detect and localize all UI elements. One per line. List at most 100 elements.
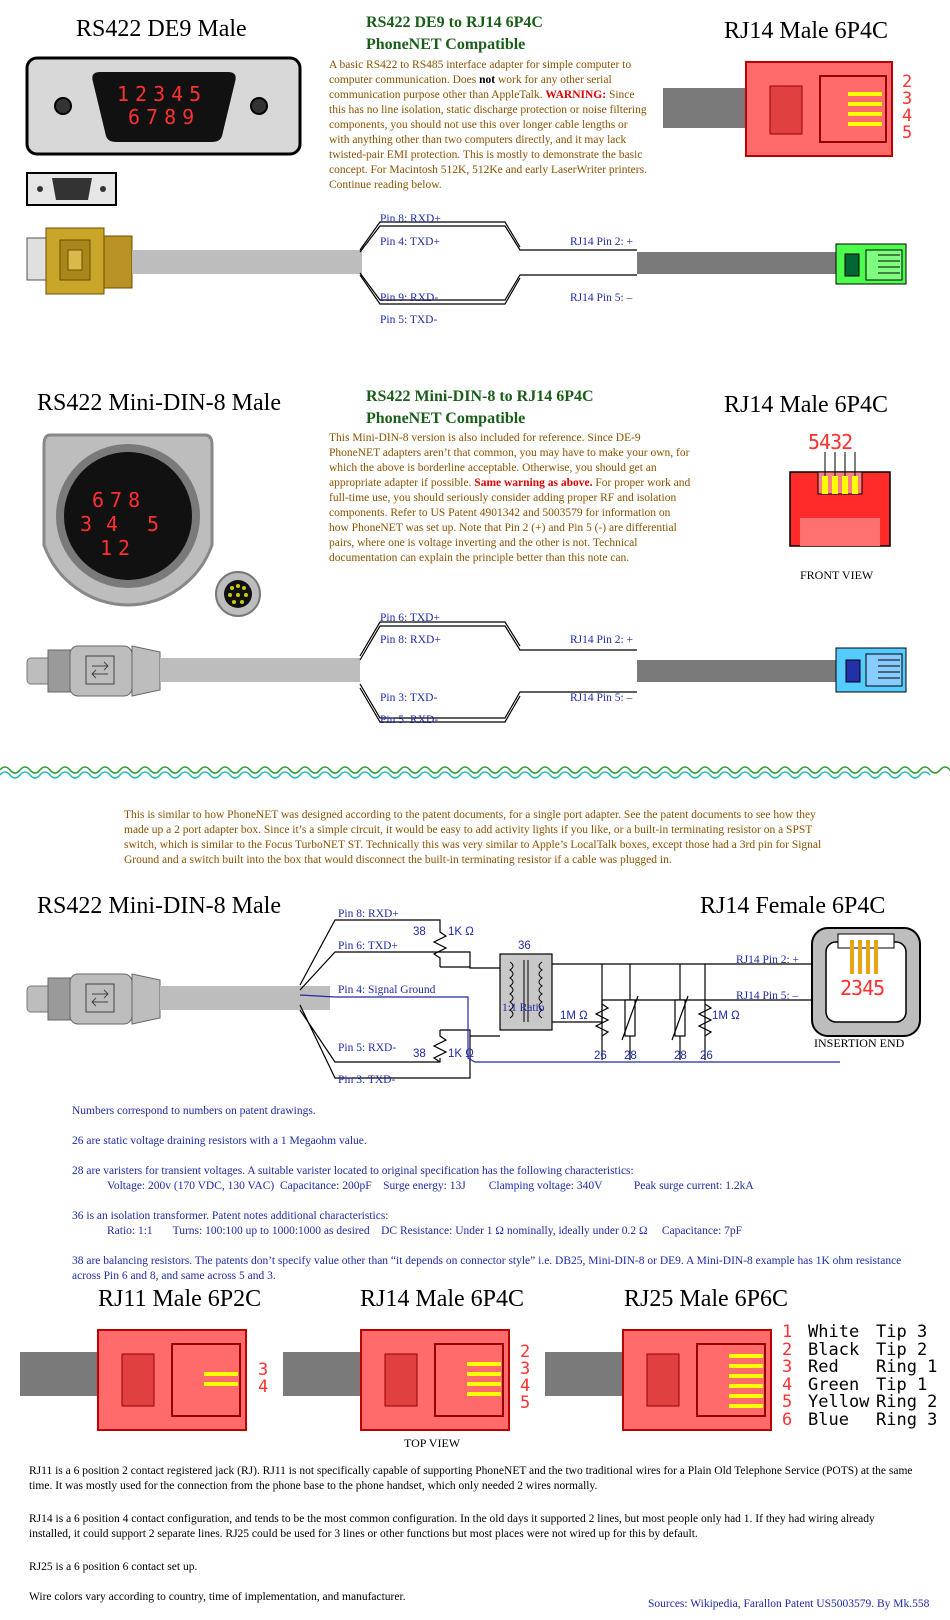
s1-wire-label: Pin 8: RXD+: [380, 213, 441, 225]
s2-rj-wire-label: RJ14 Pin 5: –: [570, 692, 633, 704]
rj25-tip-ring: Tip 2: [876, 1339, 928, 1360]
s3-rj-wire-label: RJ14 Pin 2: +: [736, 954, 800, 966]
ratio-label: 1:1 Ratio: [502, 1002, 545, 1014]
rj25-wire-color: Blue: [808, 1409, 849, 1430]
wire-bundle-2: [359, 621, 837, 723]
t36-label: 36: [518, 940, 531, 952]
s1-rj-wire-label: RJ14 Pin 2: +: [570, 236, 634, 248]
rj14-pin: 5: [520, 1393, 531, 1413]
s3-wire-label: Pin 4: Signal Ground: [338, 984, 436, 996]
note-5: 38 are balancing resistors. The patents …: [72, 1255, 902, 1282]
wire-bundle-1: [359, 221, 837, 305]
s2-mid-title-1: RS422 Mini-DIN-8 to RJ14 6P4C: [366, 388, 594, 405]
rj14-pin: 3: [520, 1359, 531, 1379]
rj25-pin-number: 5: [782, 1392, 793, 1412]
r1k-label: 1K Ω: [448, 926, 474, 938]
s1-rj-pin: 2: [902, 72, 913, 92]
rj25-pin-number: 2: [782, 1339, 793, 1360]
s3-wire-label: Pin 5: RXD-: [338, 1042, 397, 1054]
s2-wire-label: Pin 3: TXD-: [380, 692, 438, 704]
s1-wire-label: Pin 4: TXD+: [380, 236, 440, 248]
note-3: 28 are varisters for transient voltages.…: [72, 1165, 634, 1177]
de9-connector-large: [25, 56, 302, 156]
s1-rj-wire-label: RJ14 Pin 5: –: [570, 292, 633, 304]
note-1: Numbers correspond to numbers on patent …: [72, 1105, 316, 1117]
rj11-plug-top: [20, 1329, 247, 1431]
r1k-label: 1K Ω: [448, 1048, 474, 1060]
s3-wire-label: Pin 6: TXD+: [338, 940, 398, 952]
rj25-wire-color: Red: [808, 1357, 839, 1377]
de9-connector-small: [26, 172, 117, 206]
para-rj14: RJ14 is a 6 position 4 contact configura…: [29, 1513, 875, 1540]
rj25-pin-number: 3: [782, 1357, 793, 1377]
rj25-tip-ring: Ring 3: [876, 1409, 938, 1430]
rj11-pin: 3: [258, 1360, 269, 1380]
rj25-pin-number: 1: [782, 1322, 793, 1342]
s3-left-title: RS422 Mini-DIN-8 Male: [37, 893, 281, 919]
s2-left-title: RS422 Mini-DIN-8 Male: [37, 390, 281, 416]
female-jack-pins: 2345: [840, 976, 885, 1000]
mini-din-plug-side-2: [26, 973, 330, 1025]
rj25-wire-color: Yellow: [808, 1392, 870, 1412]
s2-mid-title-2: PhoneNET Compatible: [366, 410, 526, 427]
s3-right-title: RJ14 Female 6P4C: [700, 893, 886, 919]
rj14-plug-red-top-1: [663, 61, 893, 157]
mini-din-plug-side-1: [26, 645, 360, 697]
rj14-title: RJ14 Male 6P4C: [360, 1286, 525, 1312]
s1-note: A basic RS422 to RS485 interface adapter…: [329, 59, 647, 191]
s1-right-title: RJ14 Male 6P4C: [724, 18, 889, 44]
rj14-female-jack: [811, 927, 921, 1037]
s3-intro: This is similar to how PhoneNET was desi…: [124, 809, 822, 866]
para-rj11: RJ11 is a 6 position 2 contact registere…: [29, 1465, 913, 1492]
s3-wire-label: Pin 8: RXD+: [338, 908, 399, 920]
s2-rj-wire-label: RJ14 Pin 2: +: [570, 634, 634, 646]
note-3-detail: Voltage: 200v (170 VDC, 130 VAC) Capacit…: [107, 1180, 754, 1192]
schematic-wires: [299, 919, 840, 1079]
rj25-tip-ring: Ring 1: [876, 1357, 938, 1377]
top-view-caption: TOP VIEW: [404, 1436, 461, 1450]
n28-label: 28: [674, 1050, 687, 1062]
n26-label: 26: [594, 1050, 607, 1062]
din-pin: 4: [106, 512, 119, 536]
s2-wire-label: Pin 6: TXD+: [380, 612, 440, 624]
rj14-pin: 4: [520, 1376, 531, 1396]
s2-right-title: RJ14 Male 6P4C: [724, 392, 889, 418]
din-pins-row3: 12: [100, 536, 137, 560]
para-wire-colors: Wire colors vary according to country, t…: [29, 1591, 406, 1603]
rj25-plug-top: [545, 1329, 772, 1431]
s1-rj-pin: 5: [902, 123, 913, 143]
r38-label: 38: [413, 1048, 426, 1060]
s1-wire-label: Pin 9: RXD-: [380, 292, 439, 304]
rj25-wire-color: Black: [808, 1339, 860, 1360]
rj14-plug-blue: [835, 647, 907, 693]
rj25-pin-number: 6: [782, 1409, 793, 1430]
mini-din8-connector-small: [215, 571, 261, 617]
rj25-wire-color: Green: [808, 1374, 860, 1395]
s1-left-title: RS422 DE9 Male: [76, 16, 247, 42]
s2-note: This Mini-DIN-8 version is also included…: [329, 432, 691, 564]
rj11-title: RJ11 Male 6P2C: [98, 1286, 262, 1312]
rj14-plug-green: [835, 243, 907, 285]
din-pin: 5: [147, 512, 160, 536]
front-view-pins: 5432: [808, 430, 853, 454]
s1-mid-title-1: RS422 DE9 to RJ14 6P4C: [366, 14, 543, 31]
m1-label: 1M Ω: [560, 1010, 588, 1022]
de9-pins-row1: 12345: [117, 82, 208, 106]
s1-mid-title-2: PhoneNET Compatible: [366, 36, 526, 53]
s3-rj-wire-label: RJ14 Pin 5: –: [736, 990, 799, 1002]
rj25-wire-color: White: [808, 1322, 860, 1342]
signal-ground-wire: [299, 994, 840, 1063]
din-pin: 3: [80, 512, 93, 536]
de9-plug-side: [26, 227, 362, 295]
transformer-36: [509, 960, 543, 1022]
rj25-tip-ring: Tip 3: [876, 1322, 928, 1342]
insertion-end-caption: INSERTION END: [814, 1036, 905, 1050]
note-4: 36 is an isolation transformer. Patent n…: [72, 1210, 389, 1222]
rj14-plug-top-2: [283, 1329, 510, 1431]
rj25-pin-number: 4: [782, 1374, 793, 1395]
n26-label: 26: [700, 1050, 713, 1062]
de9-pins-row2: 6789: [128, 105, 201, 129]
s1-rj-pin: 4: [902, 106, 913, 126]
para-rj25: RJ25 is a 6 position 6 contact set up.: [29, 1561, 198, 1573]
